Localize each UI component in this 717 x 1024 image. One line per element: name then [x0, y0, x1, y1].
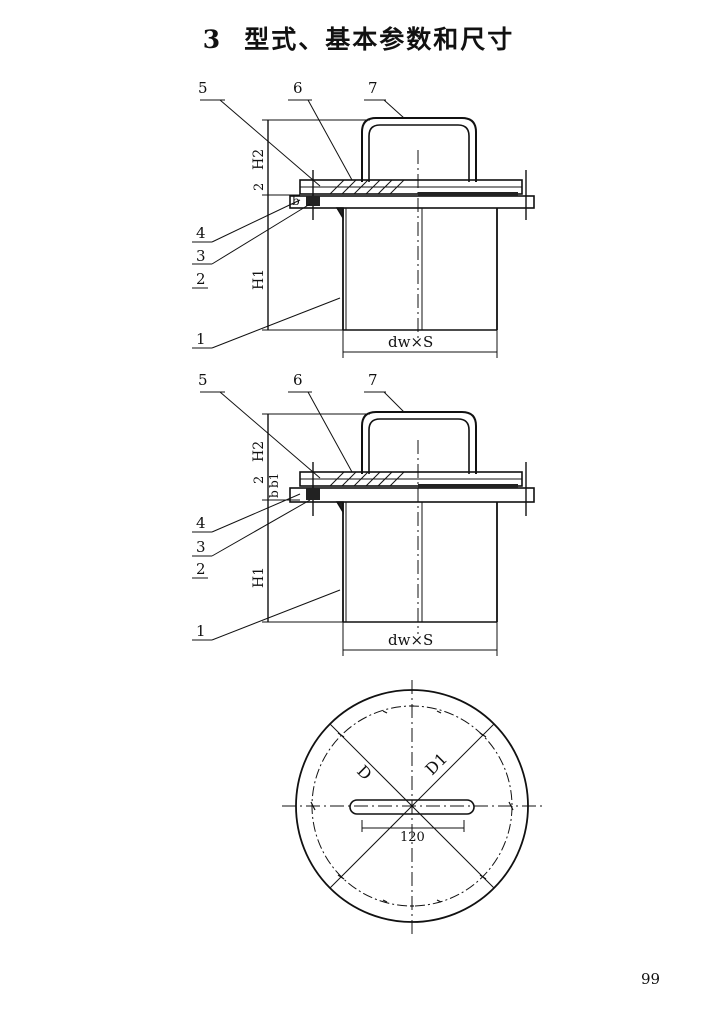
callout-2-bottom: 2 — [196, 560, 206, 578]
elevation-view-2 — [192, 391, 535, 656]
plan-label-D1: D1 — [421, 749, 451, 779]
dim-b1-bottom: b1 — [267, 473, 281, 488]
dim-b-top: b — [292, 194, 300, 208]
page-number: 99 — [641, 970, 661, 988]
dim-h1-bottom: H1 — [251, 567, 267, 588]
dim-b-bottom: b — [267, 490, 281, 498]
callout-7-top: 7 — [368, 79, 378, 97]
callout-3-top: 3 — [196, 247, 206, 265]
callout-5-bottom: 5 — [198, 371, 208, 389]
section-title: 型式、基本参数和尺寸 — [244, 25, 515, 54]
plan-slot-width: 120 — [400, 830, 425, 845]
elevation-view-1 — [192, 99, 535, 358]
dim-dw-s-top: dw×S — [388, 333, 433, 351]
callout-1-top: 1 — [196, 330, 206, 348]
dim-dw-s-bottom: dw×S — [388, 631, 433, 649]
dim-h2-bottom: H2 — [251, 441, 267, 462]
callout-5-top: 5 — [198, 79, 208, 97]
callout-6-bottom: 6 — [293, 371, 303, 389]
callout-1-bottom: 1 — [196, 622, 206, 640]
callout-2-top: 2 — [196, 270, 206, 288]
dim-2-top: 2 — [252, 183, 267, 191]
callout-3-bottom: 3 — [196, 538, 206, 556]
callout-4-top: 4 — [196, 224, 206, 242]
plan-label-D: D — [353, 761, 376, 784]
page-title: 3 型式、基本参数和尺寸 — [0, 20, 717, 56]
dim-h1-top: H1 — [251, 269, 267, 290]
callout-7-bottom: 7 — [368, 371, 378, 389]
plan-view — [282, 680, 545, 935]
section-number: 3 — [202, 25, 223, 54]
callout-6-top: 6 — [293, 79, 303, 97]
callout-4-bottom: 4 — [196, 514, 206, 532]
dim-2-bottom: 2 — [252, 476, 267, 484]
dim-h2-top: H2 — [251, 149, 267, 170]
